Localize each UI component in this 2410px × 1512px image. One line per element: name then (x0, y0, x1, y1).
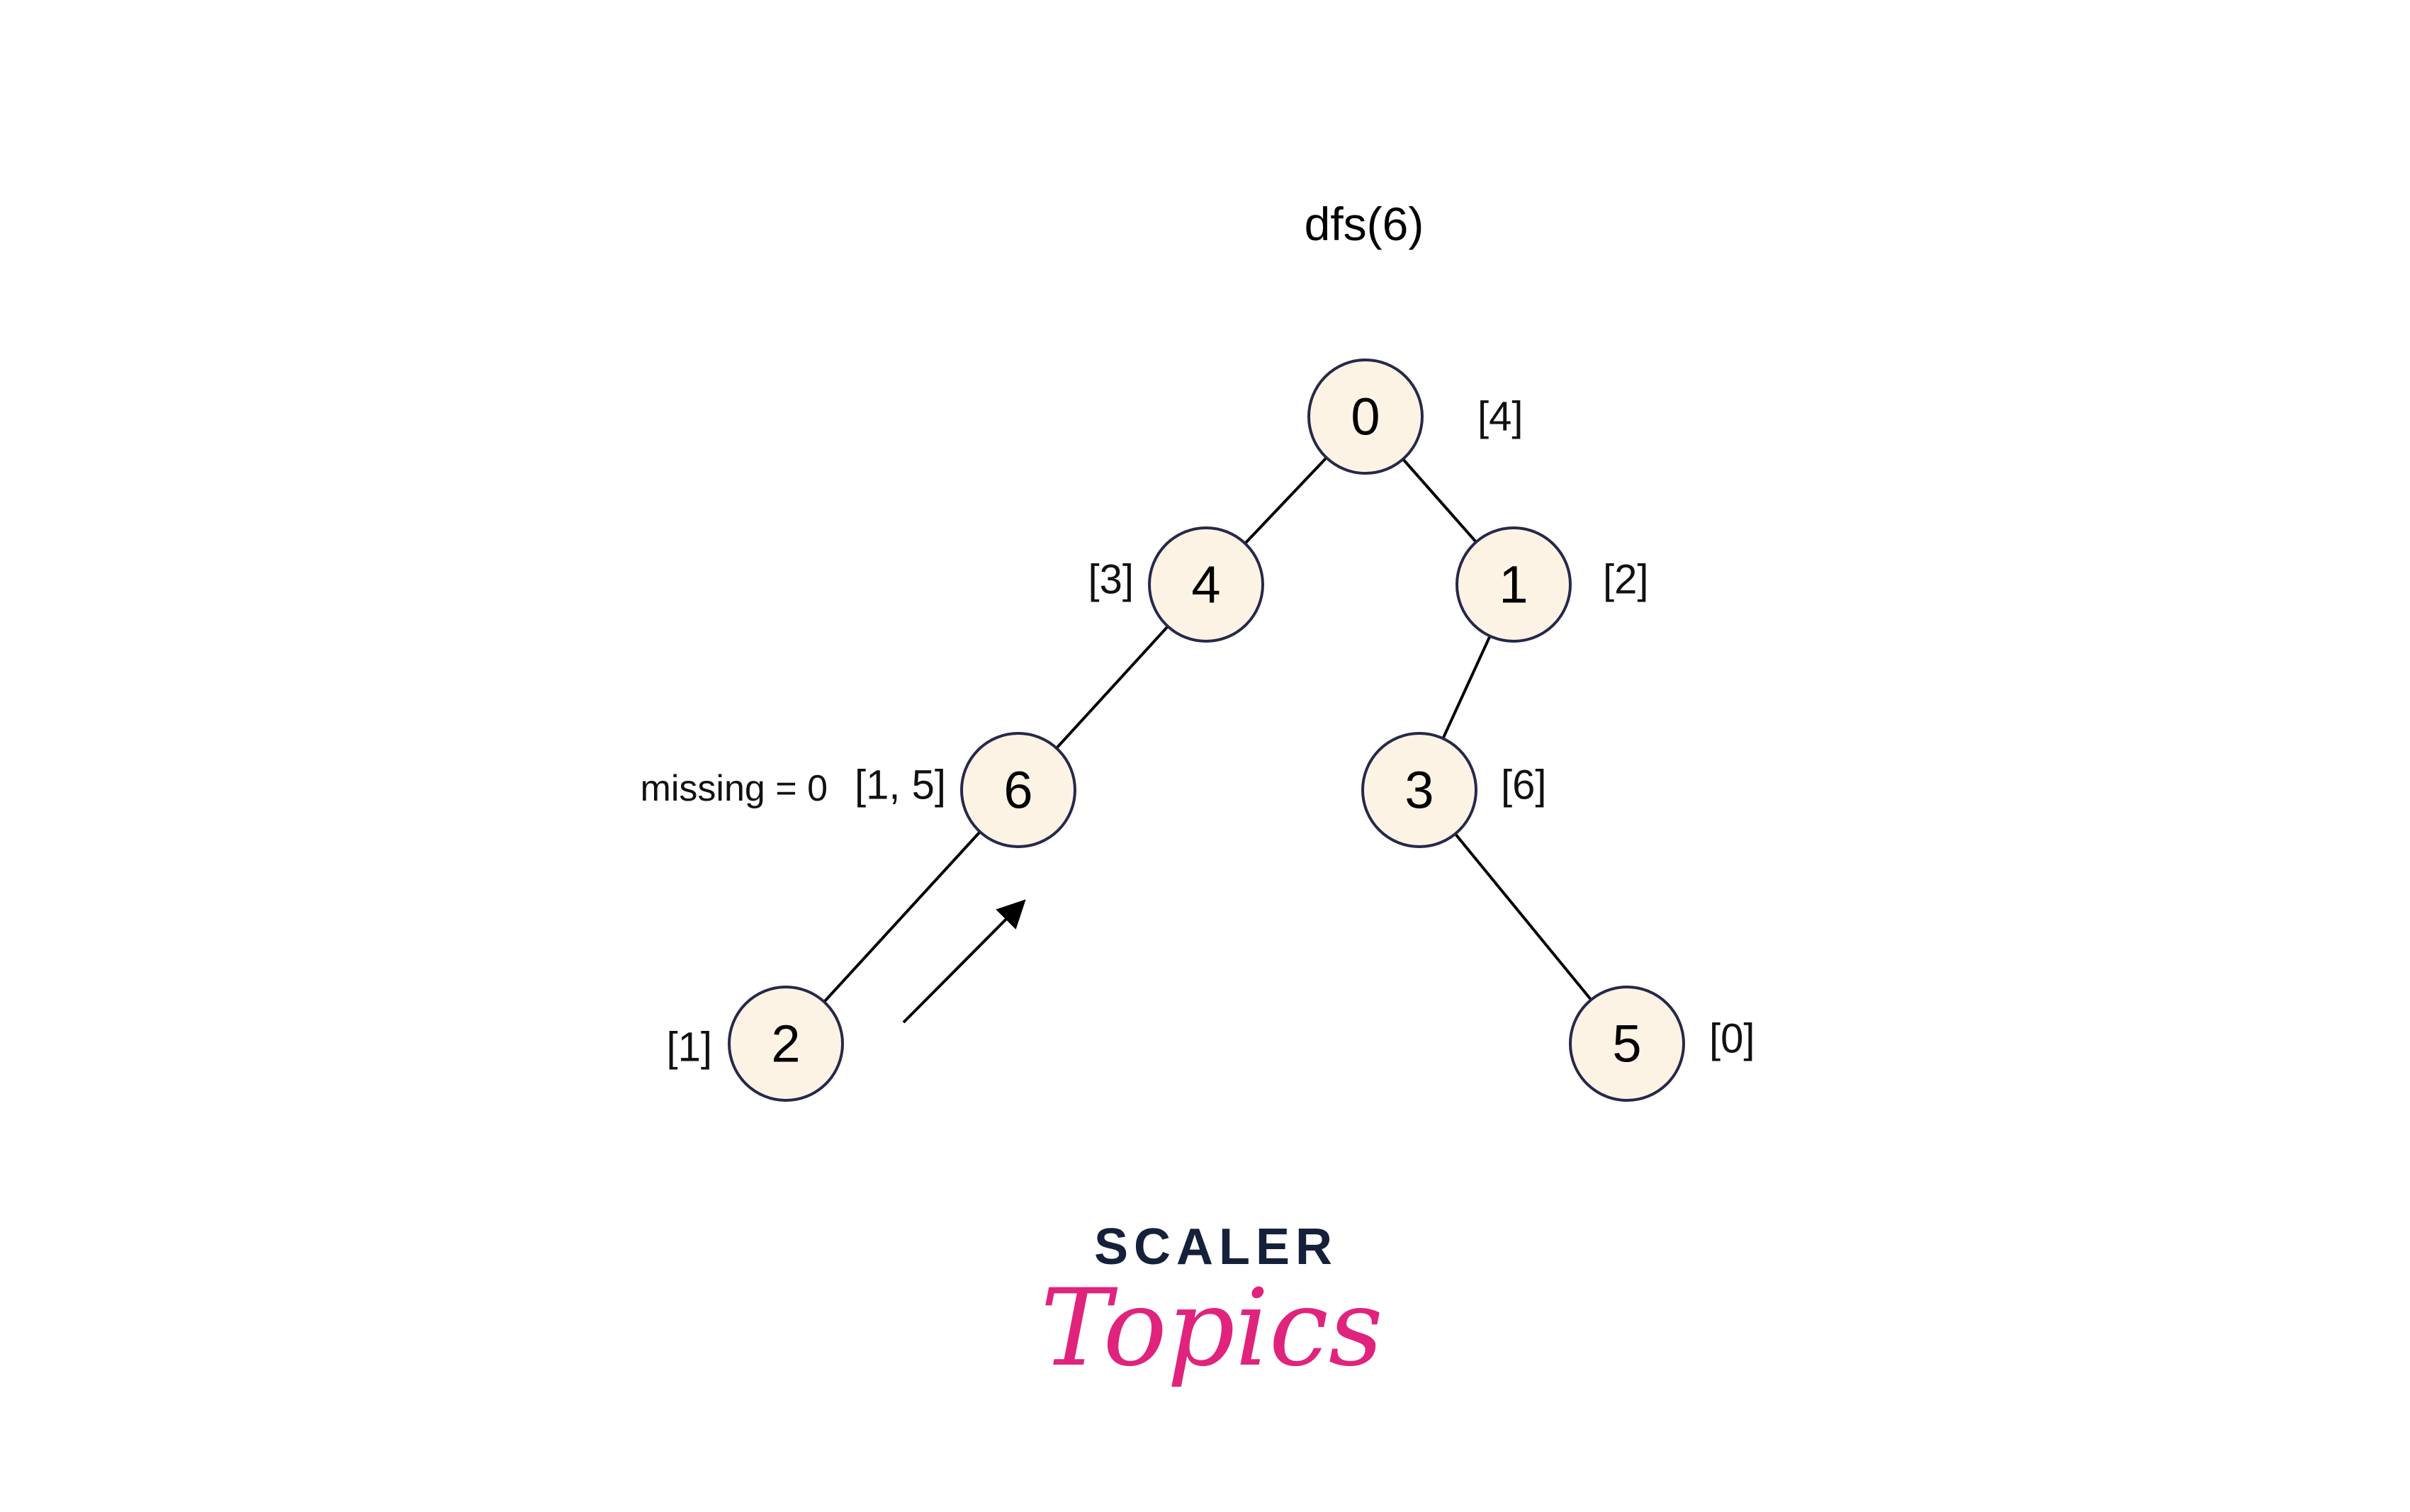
edge-0-4 (1244, 456, 1328, 545)
node-label: 6 (1003, 761, 1032, 820)
logo-scaler-text: SCALER (1094, 1219, 1338, 1275)
node-annotation-4: [3] (1088, 557, 1134, 603)
missing-annotation: missing = 0 (641, 768, 828, 809)
tree-node-3: 3 (1361, 732, 1477, 848)
tree-node-2: 2 (728, 986, 844, 1102)
annotations-layer: [4] [3] [2] [1, 5] [6] [1] [0] (667, 394, 1755, 1071)
node-circle (1569, 986, 1685, 1102)
tree-node-4: 4 (1148, 526, 1264, 643)
node-label: 3 (1404, 761, 1434, 820)
node-label: 1 (1499, 555, 1528, 614)
node-label: 5 (1612, 1015, 1641, 1073)
node-label: 4 (1191, 555, 1220, 614)
node-annotation-2: [1] (667, 1025, 713, 1071)
node-circle (1148, 526, 1264, 643)
nodes-layer: 0 4 1 6 3 2 5 (728, 359, 1685, 1102)
edge-6-2 (823, 830, 981, 1003)
return-arrow (902, 899, 1026, 1024)
edge-1-3 (1441, 635, 1492, 740)
node-circle (1455, 526, 1572, 643)
diagram-title: dfs(6) (1305, 198, 1424, 250)
logo-topics-text: Topics (1040, 1267, 1383, 1390)
tree-node-1: 1 (1455, 526, 1572, 643)
node-circle (960, 732, 1076, 848)
tree-node-0: 0 (1307, 359, 1424, 475)
node-circle (1361, 732, 1477, 848)
node-annotation-0: [4] (1477, 394, 1524, 440)
node-label: 2 (771, 1015, 800, 1073)
edges-layer (823, 456, 1592, 1003)
node-circle (728, 986, 844, 1102)
edge-4-6 (1055, 625, 1169, 750)
tree-node-6: 6 (960, 732, 1076, 848)
edge-3-5 (1454, 833, 1592, 1001)
node-annotation-5: [0] (1709, 1016, 1755, 1062)
node-label: 0 (1351, 388, 1380, 446)
node-circle (1307, 359, 1424, 475)
node-annotation-1: [2] (1603, 557, 1649, 603)
scaler-topics-logo: SCALER Topics (1040, 1219, 1383, 1390)
edge-0-1 (1402, 458, 1477, 543)
node-annotation-3: [6] (1501, 762, 1547, 808)
node-annotation-6: [1, 5] (855, 762, 946, 808)
tree-node-5: 5 (1569, 986, 1685, 1102)
